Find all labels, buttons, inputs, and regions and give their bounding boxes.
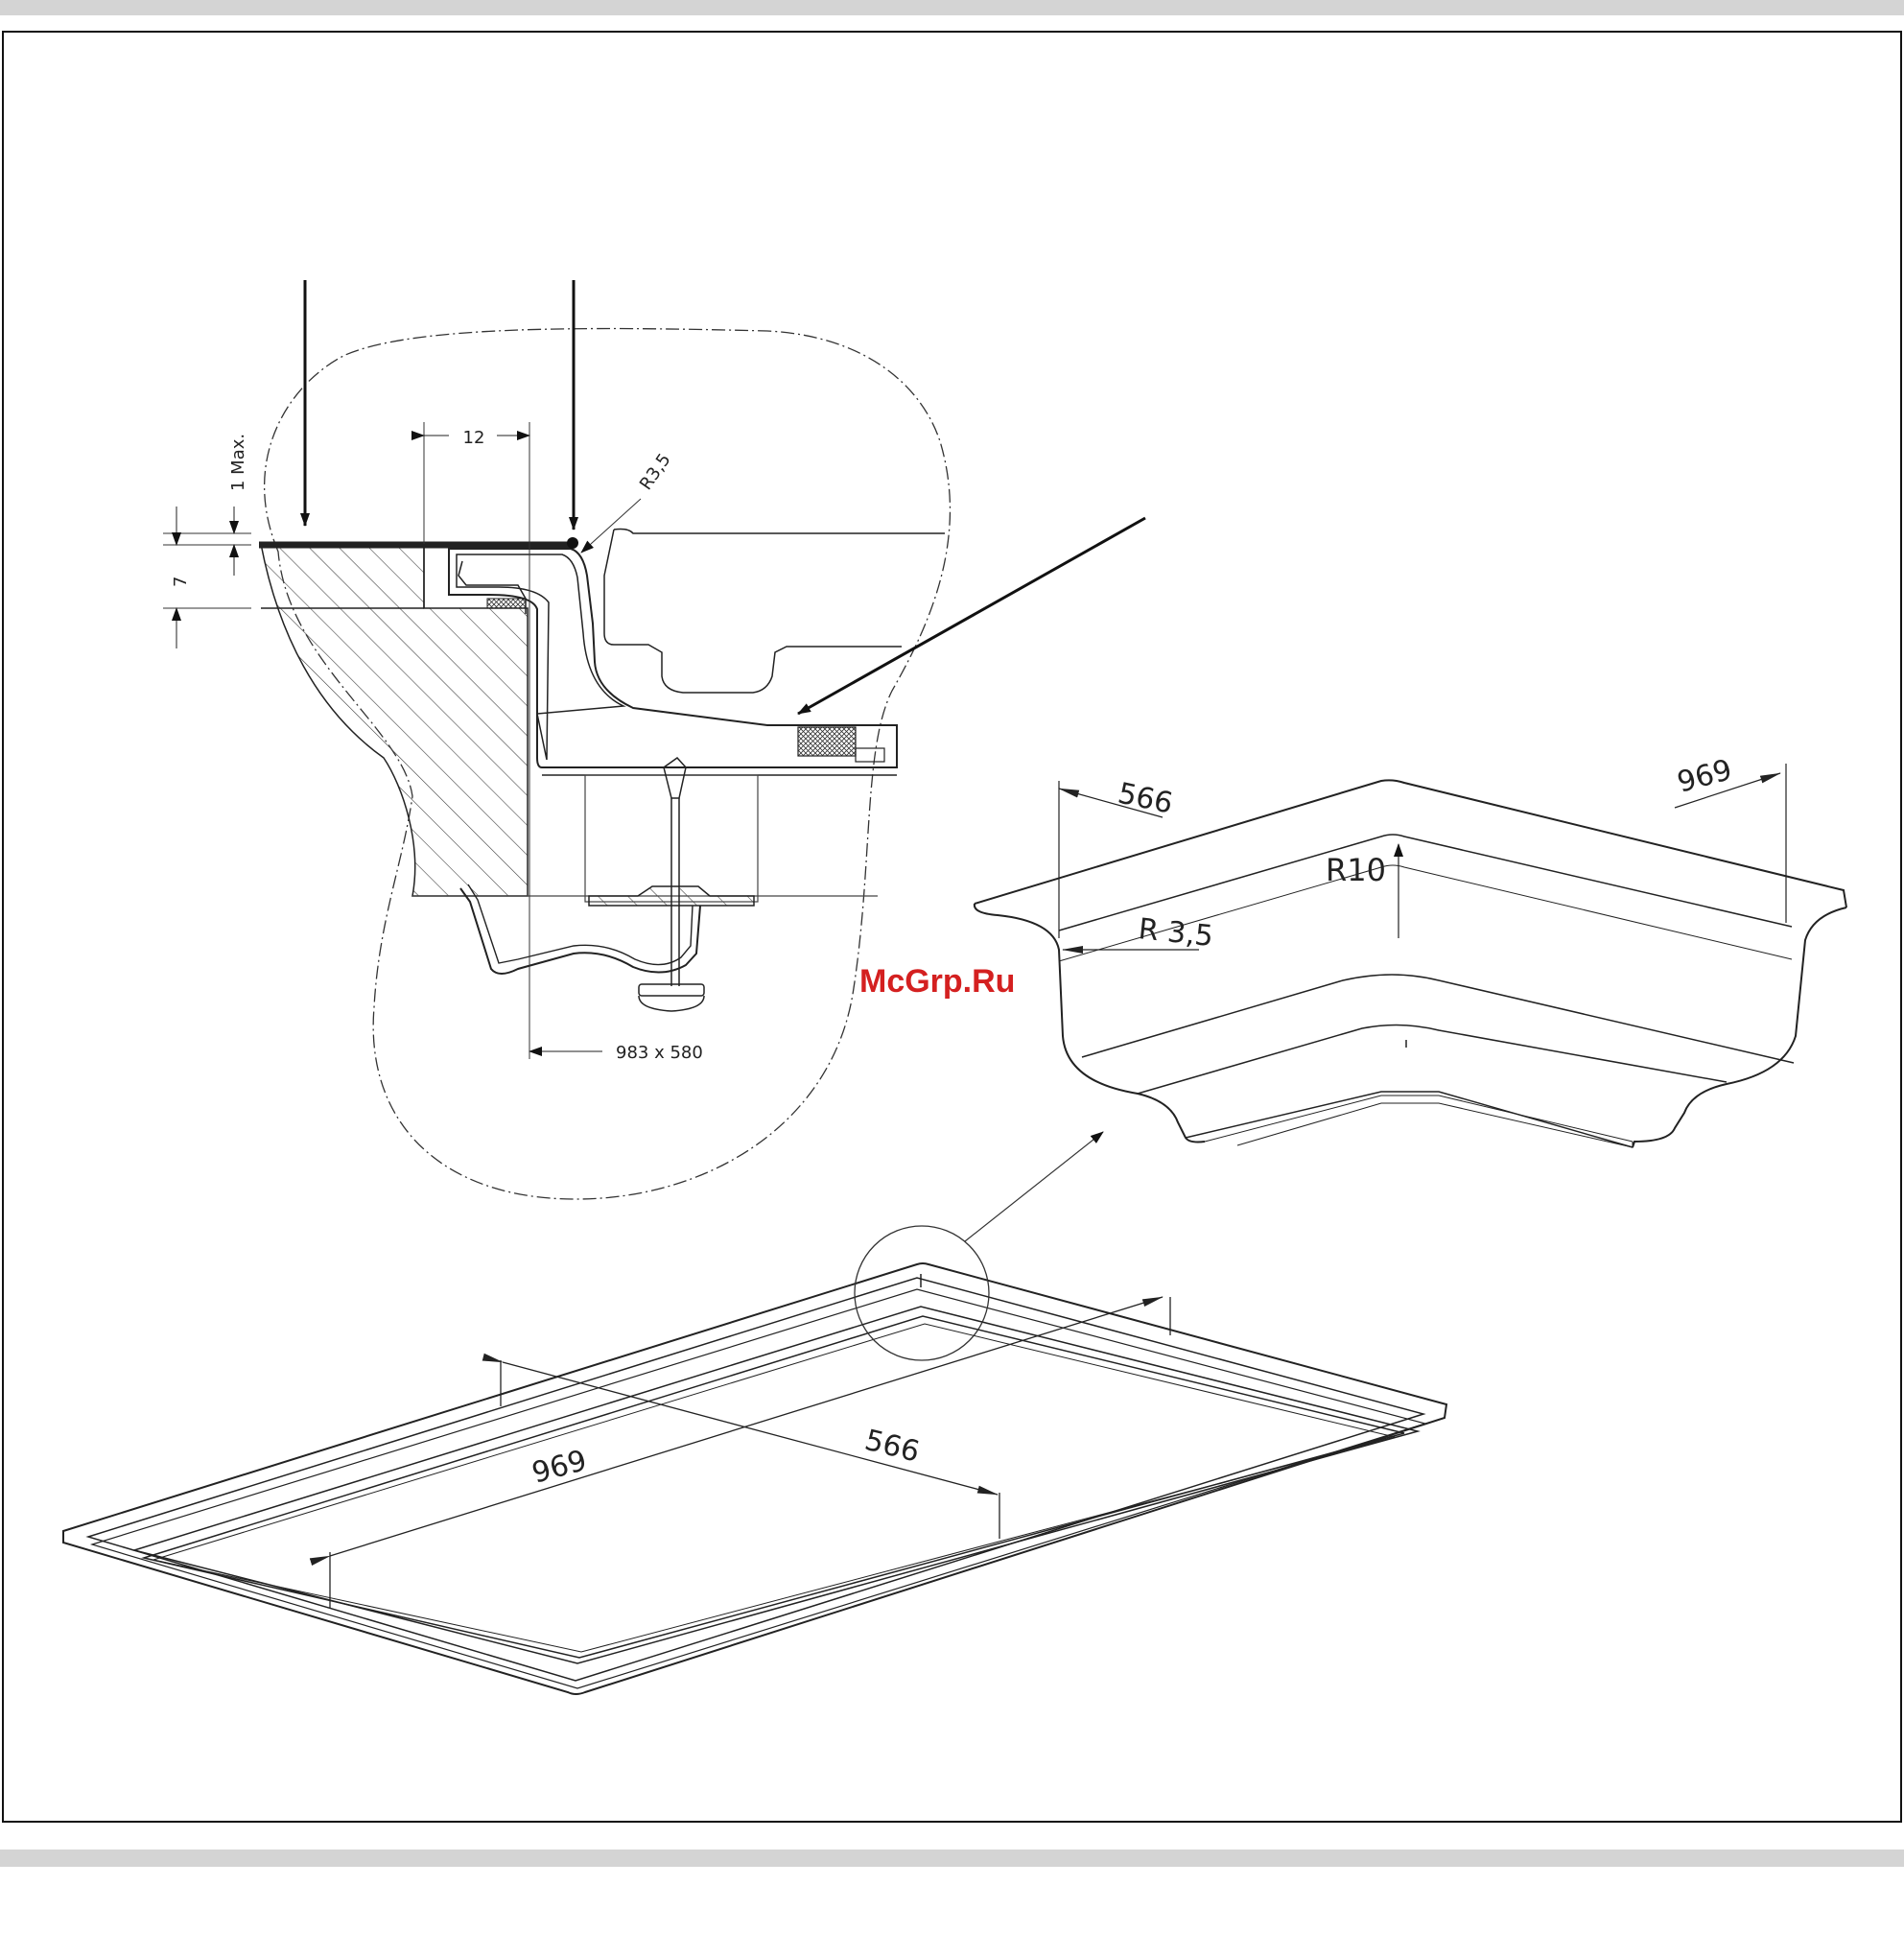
- corner-radius-10-label: R10: [1326, 852, 1386, 888]
- callout-arrow-3: [798, 518, 1145, 714]
- corner-dim-566-label: 566: [1115, 777, 1175, 821]
- watermark: McGrp.Ru: [859, 963, 1015, 1000]
- dim-max-label: 1 Max.: [228, 434, 248, 491]
- corner-radius-35-label: R 3,5: [1137, 912, 1214, 954]
- gasket: [798, 727, 856, 756]
- corner-detail: 566 969 R10 R 3,5: [975, 753, 1846, 1147]
- radius-label: R3,5: [636, 450, 675, 494]
- bottom-band: [0, 1850, 1904, 1867]
- screw: [664, 758, 686, 798]
- hob-body: [604, 530, 945, 694]
- dim-12-label: 12: [463, 428, 485, 448]
- overview-dim-969-label: 969: [529, 1444, 590, 1491]
- magnifier-circle: [855, 1226, 989, 1360]
- corner-flange: [975, 780, 1846, 907]
- overview-pan: 969 566: [63, 1132, 1446, 1694]
- dim-7-label: 7: [171, 577, 191, 587]
- corner-dim-969-label: 969: [1674, 753, 1735, 800]
- overview-dim-566-label: 566: [861, 1424, 923, 1470]
- section-detail: 12 1 Max. 7 R3,5 983 x 580: [163, 280, 1145, 1199]
- detail-boundary: [265, 329, 951, 1199]
- worktop-hatch: [261, 544, 528, 896]
- cutout-label: 983 x 580: [616, 1043, 703, 1063]
